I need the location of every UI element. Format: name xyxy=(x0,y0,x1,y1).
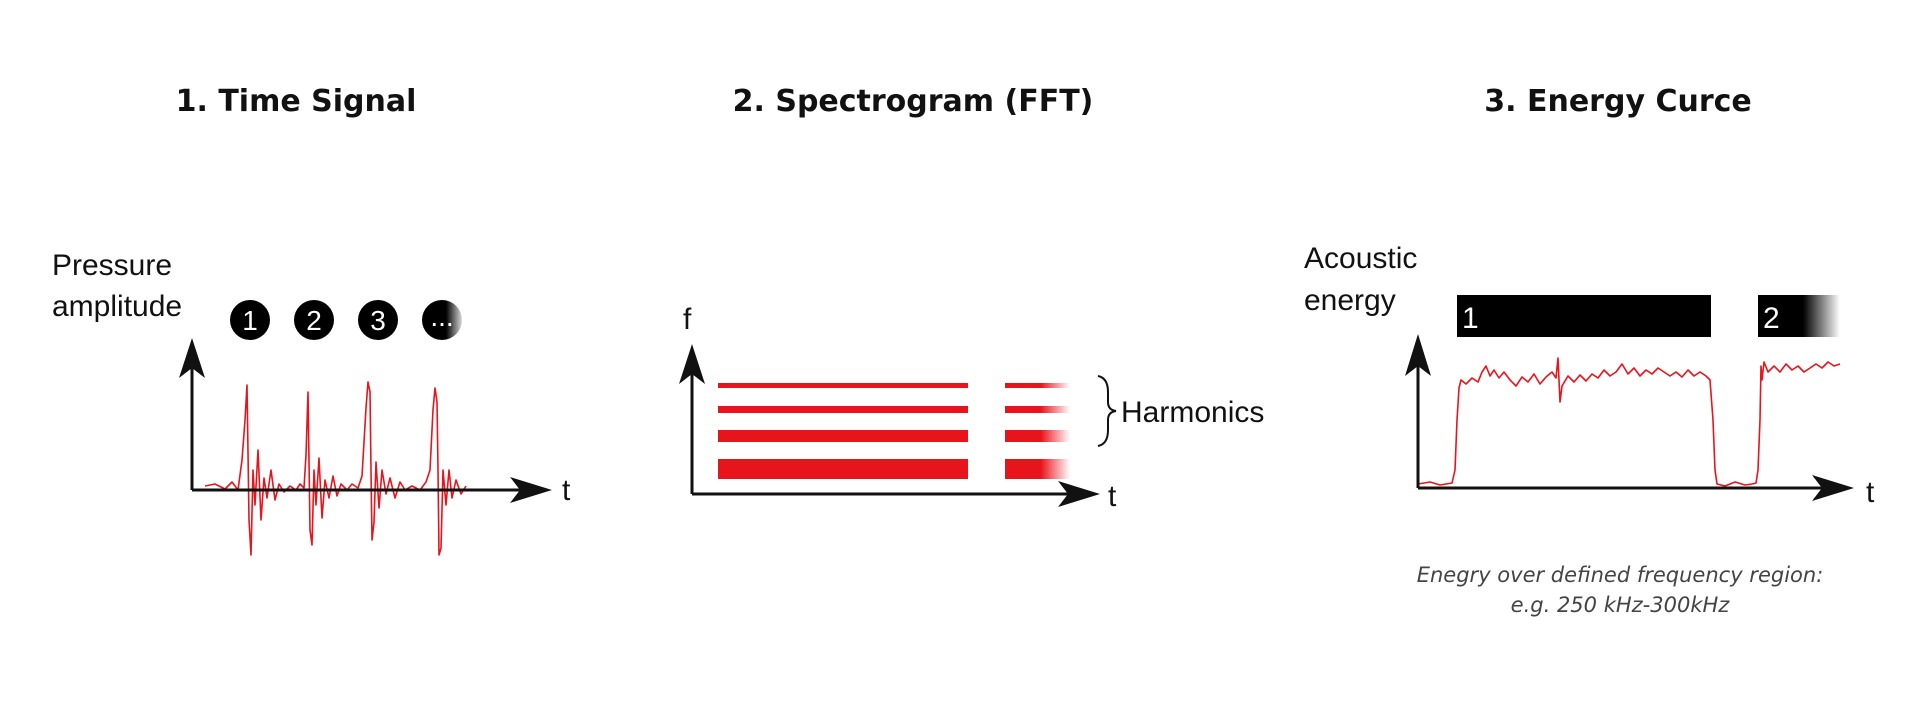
energy-caption: Enegry over defined frequency region: e.… xyxy=(1417,560,1824,620)
pulse-marker-2: 2 xyxy=(294,300,334,340)
time-signal-title: 1. Time Signal xyxy=(175,84,417,119)
pulse-marker-3: 3 xyxy=(358,300,398,340)
harmonic-band-3-cont xyxy=(1005,406,1070,413)
y-arrow-icon xyxy=(679,344,705,384)
harmonic-band-2-cont xyxy=(1005,430,1070,442)
energy-curve-title: 3. Energy Curce xyxy=(1484,84,1752,119)
amplitude-label: amplitude xyxy=(52,290,182,323)
svg-text:1: 1 xyxy=(1462,302,1479,335)
harmonic-band-2 xyxy=(718,430,968,442)
spectrogram-panel: f Harmonics t xyxy=(679,303,1264,513)
time-axis-label: t xyxy=(1108,480,1117,513)
y-arrow-icon xyxy=(179,338,205,378)
svg-text:3: 3 xyxy=(370,305,386,336)
x-arrow-icon xyxy=(1812,475,1854,501)
spectrogram-title: 2. Spectrogram (FFT) xyxy=(732,84,1094,119)
time-signal-waveform xyxy=(204,381,467,556)
harmonic-band-4 xyxy=(718,383,968,388)
pulse-marker-more: ... xyxy=(422,300,462,340)
caption-line-2: e.g. 250 kHz-300kHz xyxy=(1510,593,1730,617)
harmonic-band-3 xyxy=(718,406,968,413)
time-signal-panel: Pressure amplitude 1 2 3 ... t xyxy=(52,249,571,556)
x-arrow-icon xyxy=(1058,481,1100,507)
segment-bar-2: 2 xyxy=(1758,295,1840,337)
time-axis-label: t xyxy=(1866,476,1875,509)
energy-curve-line xyxy=(1417,357,1841,487)
svg-text:2: 2 xyxy=(306,305,322,336)
harmonics-label: Harmonics xyxy=(1121,396,1264,429)
harmonics-brace xyxy=(1097,375,1117,447)
segment-bar-1: 1 xyxy=(1457,295,1711,337)
acoustic-label: Acoustic xyxy=(1304,242,1417,275)
frequency-axis-label: f xyxy=(683,303,692,336)
time-axis-label: t xyxy=(562,474,571,507)
energy-label: energy xyxy=(1304,284,1396,317)
caption-line-1: Enegry over defined frequency region: xyxy=(1416,563,1824,587)
svg-text:...: ... xyxy=(430,301,453,332)
harmonic-band-1 xyxy=(718,459,968,479)
svg-text:1: 1 xyxy=(242,305,258,336)
x-arrow-icon xyxy=(510,477,552,503)
pulse-marker-1: 1 xyxy=(230,300,270,340)
svg-text:2: 2 xyxy=(1763,302,1780,335)
harmonic-band-4-cont xyxy=(1005,383,1070,388)
pressure-label: Pressure xyxy=(52,249,172,282)
harmonic-band-1-cont xyxy=(1005,459,1070,479)
y-arrow-icon xyxy=(1405,334,1431,376)
energy-curve-panel: Acoustic energy 1 2 t xyxy=(1304,242,1875,509)
